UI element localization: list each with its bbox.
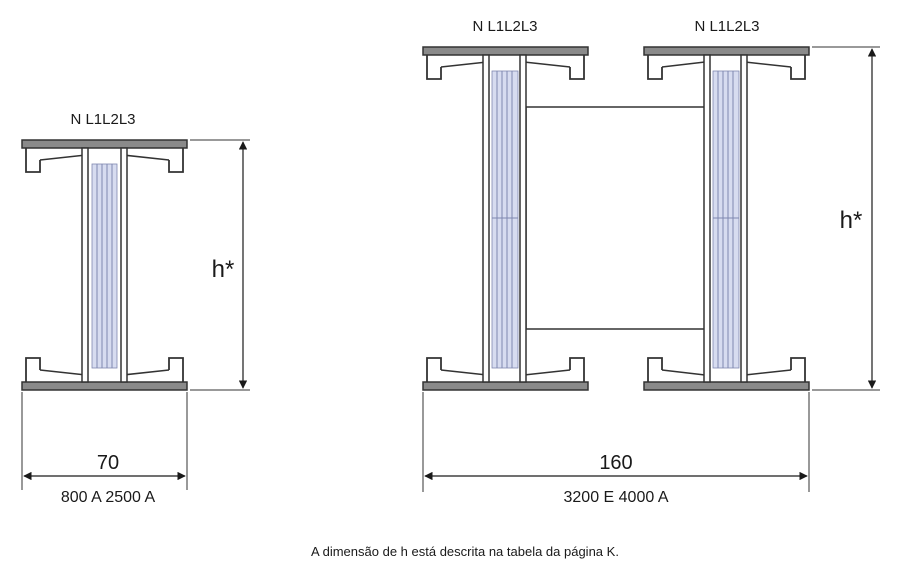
right-center-block <box>525 106 707 330</box>
right-height-label: h* <box>840 207 863 234</box>
left-height-label: h* <box>212 256 235 283</box>
right-busbar-section: N L1L2L3 N L1L2L3 h* 160 3200 E 4000 A <box>422 18 880 506</box>
right-current-range: 3200 E 4000 A <box>564 489 669 506</box>
left-conductors <box>91 163 118 369</box>
left-top-lip <box>25 148 184 173</box>
left-phase-label: N L1L2L3 <box>70 111 135 128</box>
left-web-right <box>120 147 128 383</box>
caption: A dimensão de h está descrita na tabela … <box>311 544 619 559</box>
right-module-a <box>422 46 589 391</box>
left-web-left <box>81 147 89 383</box>
left-current-range: 800 A 2500 A <box>61 489 156 506</box>
left-width-value: 70 <box>97 452 119 474</box>
right-phase-label-b: N L1L2L3 <box>694 18 759 35</box>
right-width-value: 160 <box>599 452 632 474</box>
left-top-flange <box>21 139 188 149</box>
left-busbar-section: N L1L2L3 h* 70 800 A 2500 A <box>21 111 250 506</box>
left-bottom-flange <box>21 381 188 391</box>
right-module-b <box>643 46 810 391</box>
right-phase-label-a: N L1L2L3 <box>472 18 537 35</box>
left-bottom-lip <box>25 357 184 382</box>
